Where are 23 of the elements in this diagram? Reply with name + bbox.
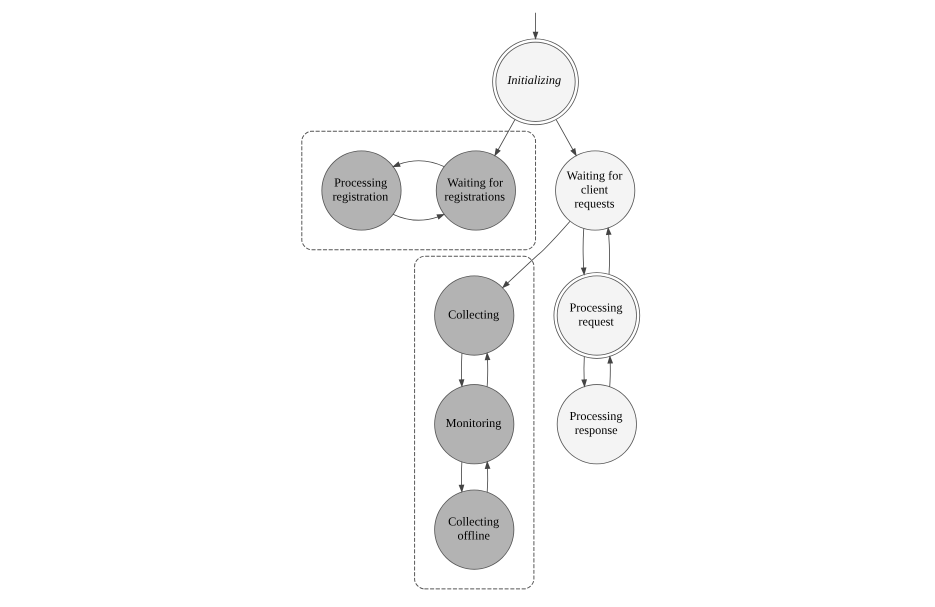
node-circle: Monitoring bbox=[434, 384, 514, 464]
arrow bbox=[502, 220, 570, 288]
arrow bbox=[580, 228, 586, 276]
arrow bbox=[458, 462, 464, 493]
arrow bbox=[532, 12, 538, 40]
cluster bbox=[301, 130, 536, 250]
node-circle: Collecting offline bbox=[434, 490, 514, 570]
node-circle: Waiting for client requests bbox=[555, 150, 636, 231]
arrow bbox=[458, 353, 464, 388]
arrow bbox=[607, 355, 614, 387]
arrow bbox=[556, 119, 577, 157]
arrow bbox=[484, 460, 490, 492]
arrow bbox=[484, 352, 490, 387]
arrow bbox=[606, 226, 612, 275]
cluster bbox=[414, 256, 534, 590]
node-circle: Processing response bbox=[556, 384, 637, 464]
arrow bbox=[494, 119, 516, 157]
node-circle: Initializing bbox=[492, 38, 579, 126]
node-circle: Processing request bbox=[554, 272, 640, 359]
arrow bbox=[392, 160, 444, 168]
node-circle: Collecting bbox=[434, 275, 514, 356]
arrow bbox=[581, 356, 587, 388]
arrow bbox=[392, 214, 446, 221]
